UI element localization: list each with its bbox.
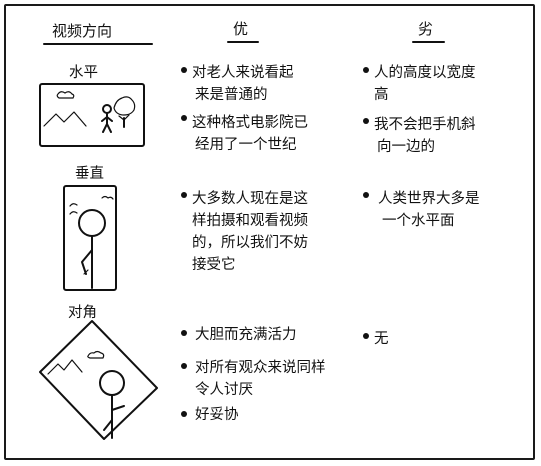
bullet	[363, 192, 369, 198]
bullet	[363, 67, 369, 73]
bullet	[181, 67, 187, 73]
bullet	[363, 333, 369, 339]
pro-diagonal-2-line-1: 对所有观众来说同样	[195, 360, 326, 376]
pro-vertical-1-line-1: 大多数人现在是这	[192, 191, 308, 207]
pro-horizontal-2-line-2: 经用了一个世纪	[195, 137, 297, 153]
pro-diagonal-2-line-2: 令人讨厌	[195, 382, 253, 398]
con-horizontal-1-line-1: 人的高度以宽度	[374, 65, 476, 81]
pro-horizontal-1-line-2: 来是普通的	[195, 87, 268, 103]
con-horizontal-2-line-2: 向一边的	[377, 139, 435, 155]
row-label-diagonal: 对角	[68, 305, 97, 321]
con-horizontal-1-line-2: 高	[374, 87, 389, 103]
pro-diagonal-3-line-1: 好妥协	[195, 407, 239, 423]
bullet	[181, 411, 187, 417]
bullet	[181, 115, 187, 121]
pro-vertical-1-line-3: 的，所以我们不妨	[192, 235, 308, 251]
con-horizontal-2-line-1: 我不会把手机斜	[374, 117, 476, 133]
row-label-horizontal: 水平	[69, 65, 98, 81]
bullet	[363, 118, 369, 124]
header-orientation: 视频方向	[52, 22, 113, 40]
pro-vertical-1-line-4: 接受它	[192, 257, 236, 273]
comic-panel-border	[4, 4, 535, 460]
pro-horizontal-1-line-1: 对老人来说看起	[192, 65, 294, 81]
con-vertical-1-line-2: 一个水平面	[382, 213, 455, 229]
row-label-vertical: 垂直	[75, 166, 104, 182]
con-vertical-1-line-1: 人类世界大多是	[378, 191, 480, 207]
bullet	[181, 330, 187, 336]
pro-horizontal-2-line-1: 这种格式电影院已	[192, 115, 308, 131]
header-pros: 优	[233, 20, 249, 38]
header-cons: 劣	[418, 20, 434, 38]
pro-vertical-1-line-2: 样拍摄和观看视频	[192, 213, 308, 229]
bullet	[181, 192, 187, 198]
con-diagonal-1-line-1: 无	[374, 331, 389, 347]
pro-diagonal-1-line-1: 大胆而充满活力	[195, 327, 297, 343]
bullet	[181, 363, 187, 369]
